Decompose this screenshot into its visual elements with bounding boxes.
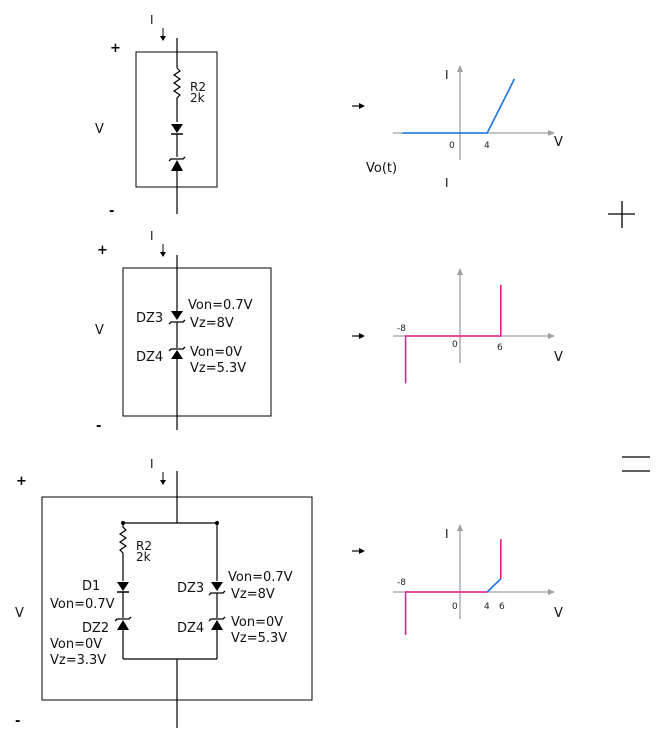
- dz4-ref: DZ4: [136, 350, 163, 365]
- y-axis-label: I: [445, 68, 449, 82]
- x-tick-neg8: -8: [397, 578, 406, 588]
- x-tick-0: 0: [452, 602, 458, 612]
- x-tick-0: 0: [452, 340, 458, 350]
- dz4-von: Von=0V: [231, 615, 283, 630]
- dz4-von: Von=0V: [190, 345, 242, 360]
- x-tick-6: 6: [499, 602, 505, 612]
- zener-dz4-icon: [208, 616, 226, 630]
- d1-ref: D1: [82, 579, 100, 594]
- plus-operator-icon: [608, 201, 635, 228]
- x-tick-4: 4: [484, 141, 490, 151]
- x-axis-label: V: [554, 350, 563, 365]
- circuit-1: I + V - R2 2k: [95, 13, 218, 219]
- minus-terminal: -: [15, 714, 20, 729]
- equals-operator-icon: [622, 456, 650, 472]
- resistor-value: 2k: [190, 91, 205, 105]
- x-tick-neg8: -8: [397, 324, 406, 334]
- x-tick-6: 6: [497, 343, 503, 353]
- zener-dz2-icon: [114, 616, 132, 630]
- resistor-ref: R2: [190, 80, 206, 94]
- dz2-ref: DZ2: [82, 621, 109, 636]
- x-tick-0: 0: [449, 141, 455, 151]
- series-branch-1-slope: [486, 578, 502, 593]
- dz3-ref: DZ3: [177, 581, 204, 596]
- dz3-von: Von=0.7V: [188, 298, 253, 313]
- current-arrow-icon: [160, 472, 166, 485]
- x-tick-4: 4: [484, 602, 490, 612]
- dz2-von: Von=0V: [50, 637, 102, 652]
- resistor-icon: [118, 523, 128, 581]
- voltage-label: V: [15, 606, 24, 621]
- plus-terminal: +: [110, 41, 121, 56]
- voltage-label: V: [95, 323, 104, 338]
- circuit-box: [122, 267, 272, 417]
- diode-icon: [171, 124, 183, 135]
- voltage-label: V: [95, 122, 104, 137]
- dz3-vz: Vz=8V: [190, 316, 234, 331]
- r2-value: 2k: [136, 550, 151, 564]
- d1-von: Von=0.7V: [50, 597, 115, 612]
- arrow-right-icon: [352, 103, 365, 109]
- dz3-von: Von=0.7V: [228, 570, 293, 585]
- plus-terminal: +: [97, 243, 108, 258]
- arrow-right-icon: [352, 333, 365, 339]
- plus-terminal: +: [16, 474, 27, 489]
- dz3-vz: Vz=8V: [231, 587, 275, 602]
- series-branch-2-left: [404, 591, 488, 635]
- graph-2: V -8 0 6: [393, 268, 563, 384]
- minus-terminal: -: [96, 419, 101, 434]
- series-branch-1: [402, 78, 516, 134]
- y-axis-label: I: [445, 527, 449, 541]
- x-axis-label: V: [554, 135, 563, 150]
- i-label: I: [445, 176, 449, 190]
- dz4-vz: Vz=5.3V: [231, 631, 287, 646]
- resistor-icon: [172, 67, 182, 122]
- zener-dz4-icon: [168, 346, 186, 359]
- series-branch-2: [404, 284, 502, 384]
- current-arrow-icon: [160, 244, 166, 257]
- circuit-3: I + V - R2 2k D1 Von=0.7V DZ2 Von=0V Vz=…: [15, 457, 313, 729]
- dz2-vz: Vz=3.3V: [50, 653, 106, 668]
- dz4-vz: Vz=5.3V: [190, 361, 246, 376]
- current-label: I: [150, 229, 154, 243]
- current-label: I: [150, 457, 154, 471]
- current-arrow-icon: [160, 28, 166, 41]
- zener-icon: [168, 156, 186, 171]
- r2-ref: R2: [136, 539, 152, 553]
- circuit-2: I + V - DZ3 Von=0.7V Vz=8V DZ4 Von=0V Vz…: [95, 229, 272, 434]
- dz4-ref: DZ4: [177, 621, 204, 636]
- dz3-ref: DZ3: [136, 311, 163, 326]
- graph-3: I V -8 0 4 6: [393, 524, 563, 635]
- current-label: I: [150, 13, 154, 27]
- vo-t-label: Vo(t): [366, 161, 397, 176]
- x-axis-label: V: [554, 606, 563, 621]
- diode-d1-icon: [117, 582, 129, 593]
- minus-terminal: -: [109, 204, 114, 219]
- graph-1: I V 0 4 Vo(t) I: [366, 65, 563, 190]
- arrow-right-icon: [352, 548, 365, 554]
